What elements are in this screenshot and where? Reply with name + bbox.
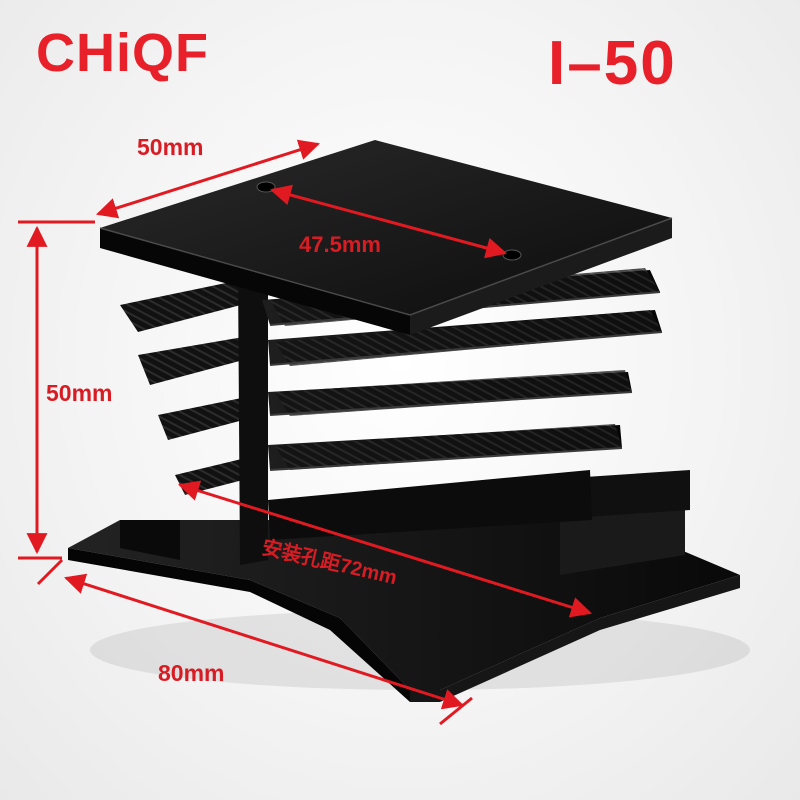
top-width-label: 50mm (137, 134, 204, 160)
arrow-top-width (95, 139, 321, 219)
tick-base-right (439, 696, 473, 726)
arrow-hole-spacing (269, 184, 508, 259)
base-width-label: 80mm (158, 660, 225, 686)
arrow-mount-spacing (177, 480, 593, 618)
tick-base-left (36, 558, 64, 586)
height-label: 50mm (46, 380, 113, 406)
hole-spacing-label: 47.5mm (299, 232, 381, 257)
dimension-arrows (18, 139, 593, 726)
model-name: I–50 (548, 29, 677, 98)
brand-logo: CHiQF (36, 23, 209, 83)
arrow-base-width (64, 573, 464, 710)
mount-hole (502, 249, 522, 261)
